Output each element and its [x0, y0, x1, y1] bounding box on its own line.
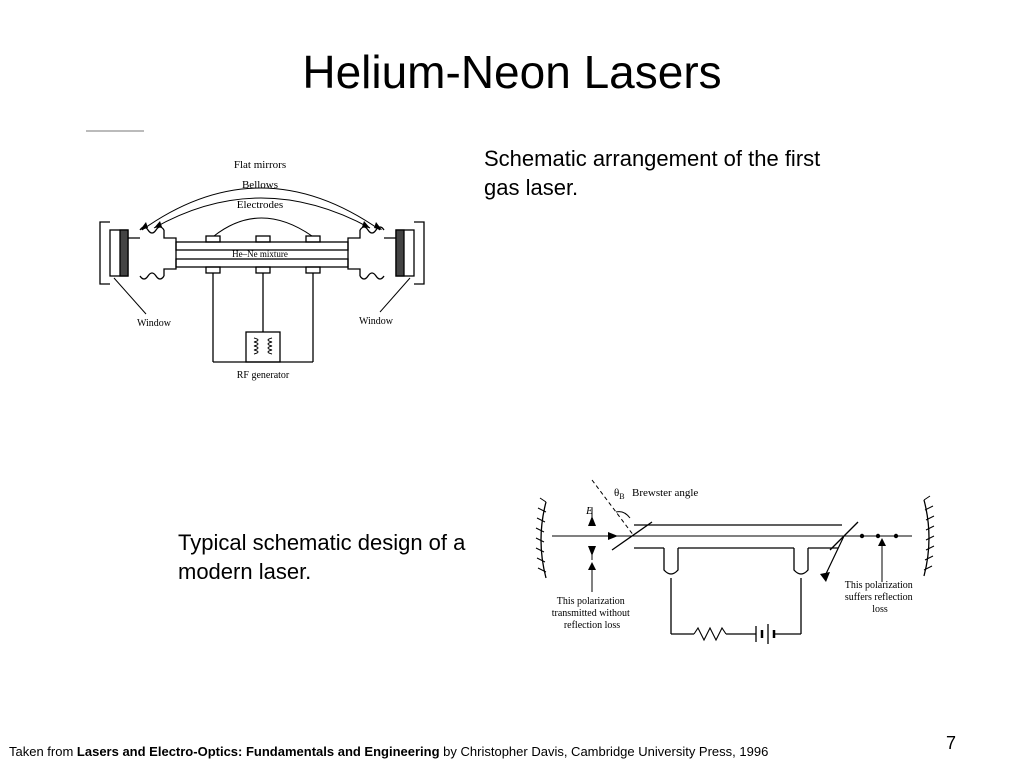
- label-gas-mixture: He–Ne mixture: [232, 249, 288, 259]
- label-window-left: Window: [137, 318, 172, 329]
- slide-title: Helium-Neon Lasers: [302, 46, 722, 98]
- left-polarization-note: This polarization transmitted without re…: [552, 596, 633, 631]
- right-polarization-note: This polarization suffers reflection los…: [845, 580, 916, 615]
- modern-laser-diagram: θB Brewster angle E This polarization tr…: [535, 479, 935, 644]
- label-brewster-angle: Brewster angle: [632, 487, 698, 499]
- label-flat-mirrors: Flat mirrors: [234, 159, 286, 171]
- label-electrodes: Electrodes: [237, 199, 283, 211]
- credit-book-title: Lasers and Electro-Optics: Fundamentals …: [76, 744, 440, 759]
- label-rf-generator: RF generator: [237, 370, 290, 381]
- label-window-right: Window: [359, 316, 394, 327]
- label-bellows: Bellows: [242, 179, 278, 191]
- credit-suffix: by Christopher Davis, Cambridge Universi…: [439, 744, 769, 759]
- label-field-vector: E: [585, 505, 593, 517]
- caption-first-gas-laser: Schematic arrangement of the first gas l…: [484, 146, 821, 200]
- label-brewster-theta: θB: [614, 487, 625, 501]
- first-gas-laser-diagram: Flat mirrors Bellows Electrodes He–Ne mi…: [86, 130, 425, 381]
- caption-modern-laser: Typical schematic design of a modern las…: [178, 530, 466, 584]
- source-credit: Taken from Lasers and Electro-Optics: Fu…: [9, 744, 768, 759]
- credit-prefix: Taken from: [9, 744, 77, 759]
- page-number: 7: [946, 733, 957, 753]
